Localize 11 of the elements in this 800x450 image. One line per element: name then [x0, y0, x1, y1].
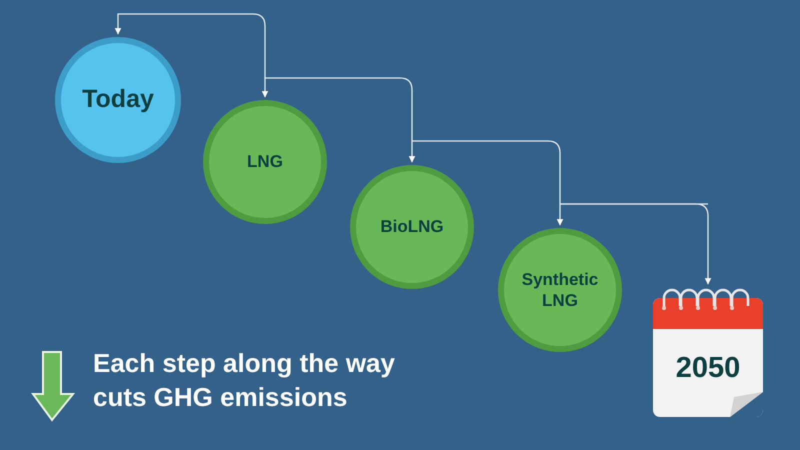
step-label: Synthetic LNG — [520, 268, 600, 312]
connector-arrow — [408, 140, 561, 204]
step-label: Today — [82, 84, 154, 116]
caption-text: Each step along the way cuts GHG emissions — [93, 347, 396, 414]
connector-arrow — [262, 77, 413, 141]
connector-arrow — [560, 203, 712, 285]
connector-arrow — [114, 13, 266, 78]
year-text: 2050 — [676, 350, 740, 386]
connector-arrow — [556, 203, 708, 226]
step-label: BioLNG — [380, 216, 444, 238]
step-label: LNG — [247, 151, 283, 173]
